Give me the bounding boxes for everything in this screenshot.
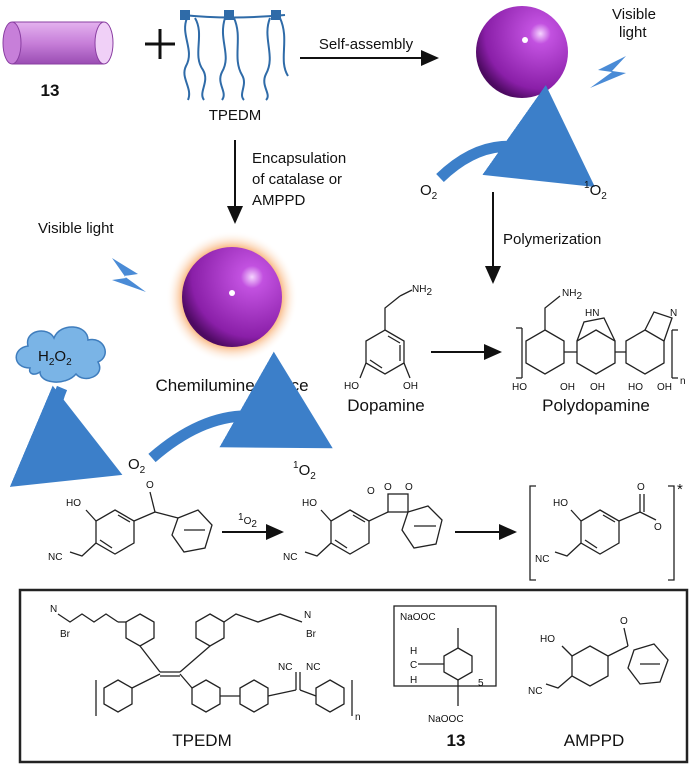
legend-h-atom-1: H (410, 646, 417, 657)
cylinder-13-icon (2, 21, 114, 65)
poly-ho-2: HO (628, 382, 643, 393)
ester-nc: NC (535, 554, 549, 565)
tpedm-br-left: Br (60, 629, 71, 640)
tpedm-amphiphile-icon (180, 10, 289, 101)
poly-nh2: NH2 (562, 288, 582, 302)
visible-light-top-label-2: light (619, 24, 647, 41)
tpedm-nc-2: NC (306, 662, 320, 673)
tpedm-br-right: Br (306, 629, 317, 640)
diox-o3: O (367, 486, 375, 497)
curved-arrow-mid (148, 351, 333, 463)
tpedm-label: TPEDM (209, 107, 262, 124)
diox-o2: O (405, 482, 413, 493)
nanoparticle-sphere-glowing (182, 247, 282, 347)
amppd-structure-legend: HO NC O (528, 616, 669, 697)
legend-amppd-ho: HO (540, 634, 555, 645)
nanoparticle-sphere-top (476, 6, 568, 98)
ester-o1: O (637, 482, 645, 493)
dioxetane-structure: HO NC O O O (283, 482, 443, 563)
tpedm-n-sub: n (355, 712, 361, 723)
polydopamine-label: Polydopamine (542, 396, 650, 415)
ester-ho: HO (553, 498, 568, 509)
h2o2-label: H2O2 (38, 348, 72, 368)
self-assembly-label: Self-assembly (319, 36, 414, 53)
encapsulation-label-1: Encapsulation (252, 150, 346, 167)
legend-amppd-o: O (620, 616, 628, 627)
legend-amppd-nc: NC (528, 686, 542, 697)
poly-n: N (670, 308, 677, 319)
diox-ho: HO (302, 498, 317, 509)
dopamine-nh2: NH2 (412, 284, 432, 298)
chemiluminescence-label: Chemiluminescence (155, 376, 308, 395)
visible-light-top-label-1: Visible (612, 6, 656, 23)
poly-n-sub: n (680, 376, 686, 387)
legend-sub-5: 5 (478, 678, 484, 689)
encapsulation-label-2: of catalase or (252, 171, 342, 188)
dopamine-oh: OH (403, 381, 418, 392)
encapsulation-label-3: AMPPD (252, 192, 306, 209)
tpedm-n-right: N (304, 610, 311, 621)
curved-arrow-h2o2 (9, 385, 123, 487)
diox-o1: O (384, 482, 392, 493)
o2-mid-label: O2 (128, 456, 146, 476)
poly-hn: HN (585, 308, 599, 319)
legend-h-atom-2: H (410, 675, 417, 686)
sphere-highlight-top (522, 37, 528, 43)
poly-oh-1: OH (560, 382, 575, 393)
naooc-bottom: NaOOC (428, 714, 464, 725)
pillararene-13-structure: NaOOC NaOOC C H H 5 (393, 605, 497, 725)
amppd-r-ho: HO (66, 498, 81, 509)
amppd-r-nc: NC (48, 552, 62, 563)
tpedm-structure-legend: N Br N Br NC NC n (50, 604, 361, 723)
legend-amppd-label: AMPPD (564, 731, 624, 750)
tpedm-n-left: N (50, 604, 57, 615)
reaction-singlet-o2: 1O2 (238, 512, 257, 530)
amppd-structure-reaction: HO NC O (48, 480, 213, 563)
excited-ester-structure: * HO NC O O (529, 481, 683, 581)
poly-oh-3: OH (657, 382, 672, 393)
polymerization-label: Polymerization (503, 231, 601, 248)
legend-13-label: 13 (447, 731, 466, 750)
ester-o2: O (654, 522, 662, 533)
h2o2-cloud-icon (15, 326, 106, 383)
tpedm-nc-1: NC (278, 662, 292, 673)
legend-c-atom: C (410, 660, 417, 671)
diox-nc: NC (283, 552, 297, 563)
excited-star: * (677, 481, 683, 498)
singlet-o2-mid-label: 1O2 (293, 460, 316, 482)
dopamine-ho: HO (344, 381, 359, 392)
polydopamine-structure: NH2 HN N n HO OH OH HO OH (512, 288, 686, 393)
singlet-o2-top-label: 1O2 (584, 180, 607, 202)
poly-oh-2: OH (590, 382, 605, 393)
lightning-bolt-top-icon (590, 56, 626, 88)
plus-icon (145, 29, 175, 59)
lightning-bolt-left-icon (112, 258, 146, 292)
dopamine-label: Dopamine (347, 396, 425, 415)
amppd-r-o: O (146, 480, 154, 491)
naooc-top: NaOOC (400, 612, 436, 623)
compound-13-label: 13 (41, 81, 60, 100)
legend-tpedm-label: TPEDM (172, 731, 232, 750)
sphere-highlight-glowing (229, 290, 235, 296)
dopamine-structure: NH2 HO OH (344, 284, 432, 392)
o2-top-label: O2 (420, 182, 438, 202)
poly-ho: HO (512, 382, 527, 393)
curved-arrow-top (436, 85, 595, 188)
visible-light-left-label: Visible light (38, 220, 114, 237)
